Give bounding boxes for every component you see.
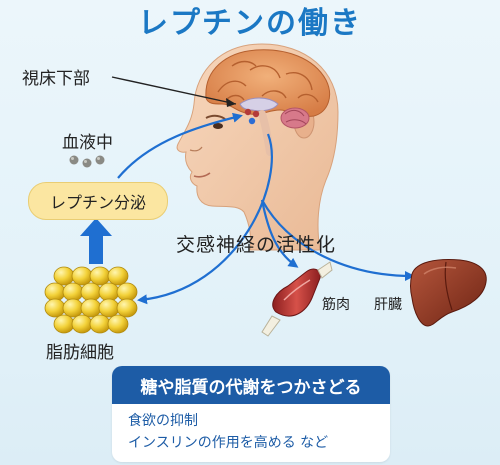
fat-cell [116, 298, 138, 318]
leptin-secretion-label: レプチン分泌 [49, 193, 146, 212]
fat-cell [44, 298, 66, 318]
fat-cell [80, 298, 102, 318]
fat-cells-illustration [44, 266, 138, 334]
effects-box-heading: 糖や脂質の代謝をつかさどる [112, 366, 390, 404]
fat-cell [116, 282, 138, 302]
fat-cell [107, 314, 129, 334]
arrow-to-liver [261, 199, 415, 281]
sympathetic-activation-label: 交感神経の活性化 [176, 234, 337, 256]
effects-box: 糖や脂質の代謝をつかさどる 食欲の抑制 インスリンの作用を高める など [112, 366, 390, 462]
effect-item: インスリンの作用を高める など [128, 435, 329, 451]
fat-cell [98, 298, 120, 318]
fat-cell [53, 266, 75, 286]
fat-cell [89, 314, 111, 334]
fat-cell [44, 282, 66, 302]
fat-to-secretion-arrow [80, 218, 112, 264]
page-title: レプチンの働き [138, 6, 362, 41]
fat-cell [107, 266, 129, 286]
signal-arrows [117, 112, 415, 305]
fat-cell [80, 282, 102, 302]
liver-illustration [410, 259, 487, 327]
hypothalamus-leader-arrowhead [226, 98, 236, 107]
liver-label: 肝臓 [374, 297, 402, 313]
muscle-label: 筋肉 [322, 297, 350, 313]
blood-leptin-molecules [69, 155, 105, 168]
fat-cell [53, 314, 75, 334]
hypothalamus-label: 視床下部 [22, 69, 90, 89]
blood-label: 血液中 [62, 133, 113, 153]
arrow-to-muscle [260, 199, 299, 268]
fat-cell [89, 266, 111, 286]
fat-cell [62, 282, 84, 302]
arrow-to-fat-cells [137, 133, 273, 305]
arrow-secretion-to-hypothalamus [117, 112, 243, 179]
leptin-secretion-pill: レプチン分泌 [28, 182, 168, 220]
hypothalamus-leader-line [111, 76, 237, 105]
fat-cell [98, 282, 120, 302]
effect-item: 食欲の抑制 [128, 413, 198, 429]
fat-cell [71, 266, 93, 286]
fat-cell [71, 314, 93, 334]
fat-cells-label: 脂肪細胞 [46, 343, 114, 363]
effects-box-body: 食欲の抑制 インスリンの作用を高める など [112, 404, 390, 454]
fat-cell [62, 298, 84, 318]
muscle-illustration [261, 261, 333, 337]
brain-illustration [205, 49, 330, 156]
